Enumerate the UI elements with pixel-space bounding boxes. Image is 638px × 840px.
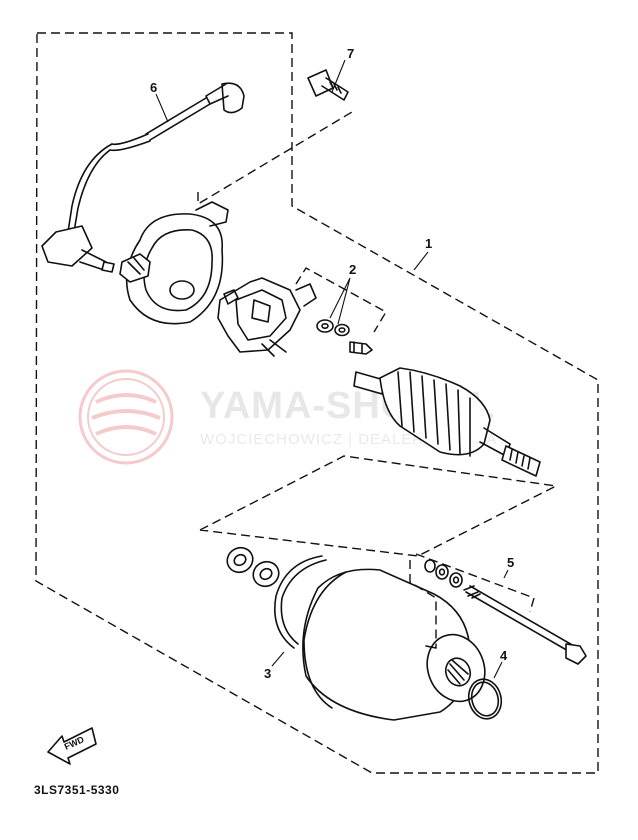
- assembly-outline: [35, 32, 599, 774]
- rear-cover: [119, 201, 229, 325]
- callout-5: 5: [507, 555, 514, 570]
- o-ring-part-3: [274, 555, 327, 649]
- callout-4: 4: [500, 648, 508, 663]
- callout-leaders: [155, 59, 509, 679]
- front-washers: [226, 546, 280, 588]
- callout-2: 2: [349, 262, 356, 277]
- diagram-code: 3LS7351-5330: [34, 783, 119, 797]
- brush-fasteners: [316, 319, 373, 355]
- through-bolt-part-5: [463, 585, 587, 665]
- callout-7: 7: [347, 46, 354, 61]
- brush-holder-part-2: [217, 277, 317, 357]
- bolt-washers: [424, 559, 463, 588]
- callout-1: 1: [425, 236, 432, 251]
- yoke-body: [302, 568, 486, 721]
- through-bolt-group-line: [409, 560, 437, 648]
- o-ring-part-4: [467, 678, 503, 720]
- callout-3: 3: [264, 666, 271, 681]
- armature: [353, 367, 541, 477]
- cover-group-line: [197, 111, 353, 206]
- watermark-logo: [78, 369, 174, 465]
- bolt-part-7: [307, 69, 349, 101]
- brush-group-line: [295, 267, 387, 333]
- lead-wire-part-6: [41, 82, 245, 273]
- callout-6: 6: [150, 80, 157, 95]
- callouts: 7 6 1 2 5 3 4: [150, 46, 514, 681]
- fwd-arrow-icon: FWD: [47, 727, 97, 765]
- yoke-group-line: [199, 455, 559, 557]
